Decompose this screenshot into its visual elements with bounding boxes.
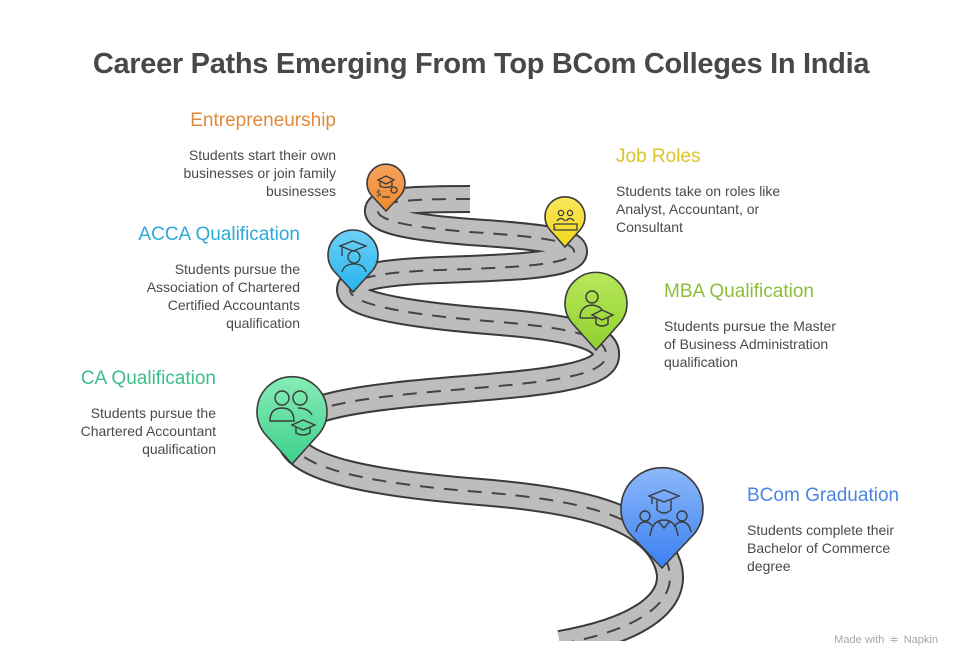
step-bcom: BCom Graduation Students complete their … [747, 485, 947, 575]
pin-bcom [620, 466, 704, 570]
svg-text:$: $ [376, 189, 382, 199]
step-description: Students pursue the Association of Chart… [146, 261, 300, 331]
napkin-logo-icon: ≑ [889, 634, 899, 646]
step-entrepreneurship: Entrepreneurship Students start their ow… [116, 110, 336, 200]
napkin-watermark: Made with ≑ Napkin [834, 634, 938, 646]
group-graduation-cap-icon [269, 390, 317, 436]
step-title: BCom Graduation [747, 485, 900, 506]
pin-ca [256, 376, 328, 466]
graduation-money-idea-icon: $ [376, 175, 398, 199]
pin-acca [327, 229, 379, 294]
step-title: CA Qualification [80, 368, 216, 389]
pin-job-roles [544, 196, 586, 249]
pin-entrepreneurship: $ [366, 163, 406, 213]
step-title: ACCA Qualification [138, 224, 300, 245]
step-description: Students pursue the Master of Business A… [664, 318, 836, 370]
step-acca: ACCA Qualification Students pursue the A… [80, 224, 300, 332]
step-ca: CA Qualification Students pursue the Cha… [16, 368, 216, 458]
page-title: Career Paths Emerging From Top BCom Coll… [92, 48, 870, 80]
pin-mba [564, 271, 628, 352]
step-title: MBA Qualification [664, 281, 814, 302]
step-description: Students start their own businesses or j… [183, 147, 336, 199]
step-description: Students complete their Bachelor of Comm… [747, 522, 895, 574]
person-graduation-cap-icon [579, 290, 615, 327]
graduate-student-icon [338, 240, 368, 273]
people-at-desk-icon [553, 209, 578, 231]
step-description: Students take on roles like Analyst, Acc… [616, 183, 781, 235]
step-title: Entrepreneurship [190, 110, 336, 131]
step-description: Students pursue the Chartered Accountant… [80, 405, 216, 457]
step-job-roles: Job Roles Students take on roles like An… [616, 146, 836, 236]
graduate-with-peers-icon [635, 489, 692, 537]
step-title: Job Roles [616, 146, 701, 167]
step-mba: MBA Qualification Students pursue the Ma… [664, 281, 894, 371]
